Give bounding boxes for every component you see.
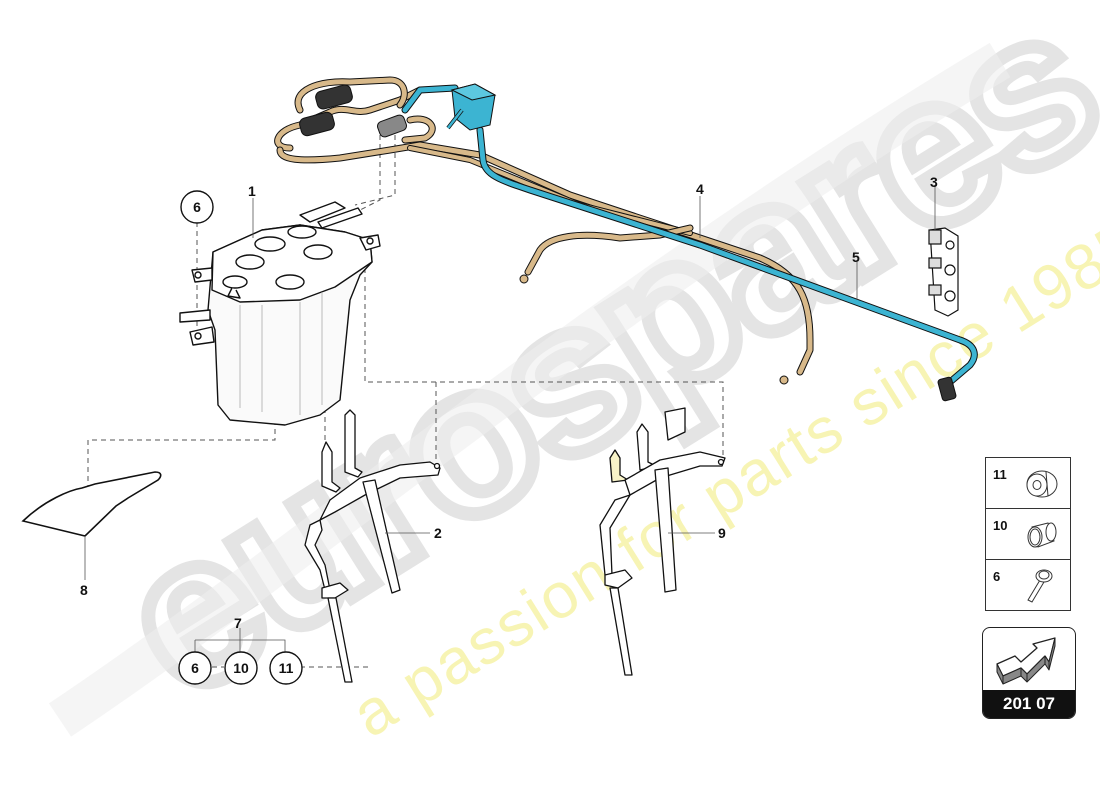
bracket-left — [304, 409, 441, 683]
vapor-line-blue — [401, 84, 978, 386]
callout-4: 4 — [696, 181, 704, 197]
sleeve-icon — [1027, 522, 1057, 548]
circled-ref-6 — [178, 651, 212, 685]
legend-num: 11 — [993, 467, 1007, 482]
circled-ref-labels: 6 6 10 11 — [191, 199, 294, 676]
callout-7: 7 — [234, 615, 242, 631]
callout-1: 1 — [248, 183, 256, 199]
callout-3: 3 — [930, 174, 938, 190]
page-reference-label: 201 07 — [983, 690, 1075, 718]
svg-text:6: 6 — [193, 199, 201, 215]
circled-refs — [178, 190, 303, 685]
callout-2: 2 — [434, 525, 442, 541]
grommet-icon — [1026, 470, 1058, 498]
callout-9: 9 — [718, 525, 726, 541]
svg-text:11: 11 — [279, 660, 294, 676]
hose-clip — [928, 227, 959, 317]
callout-5: 5 — [852, 249, 860, 265]
insulation-pad — [21, 471, 162, 537]
screw-icon — [1027, 569, 1053, 603]
legend-num: 10 — [993, 518, 1008, 533]
svg-text:6: 6 — [191, 660, 199, 676]
circled-ref-11 — [269, 651, 303, 685]
next-page-arrow-icon — [996, 637, 1056, 685]
circled-ref-10 — [224, 651, 258, 685]
valves — [299, 84, 407, 138]
vent-hose-tan — [274, 76, 814, 376]
end-fitting — [937, 376, 957, 402]
blue-valve-box — [446, 83, 497, 131]
callout-labels: 1 2 3 4 5 7 8 9 — [80, 174, 938, 631]
page-reference-button[interactable]: 201 07 — [982, 627, 1076, 719]
hardware-legend: 11 10 6 — [985, 457, 1071, 611]
canister — [179, 201, 381, 426]
svg-text:10: 10 — [233, 660, 249, 676]
legend-row-10: 10 — [986, 509, 1070, 560]
callout-8: 8 — [80, 582, 88, 598]
legend-row-11: 11 — [986, 458, 1070, 509]
leader-lines — [84, 185, 936, 652]
legend-row-6: 6 — [986, 560, 1070, 610]
circled-ref-6-top — [180, 190, 214, 224]
bracket-right — [599, 407, 726, 676]
legend-num: 6 — [993, 569, 1001, 584]
